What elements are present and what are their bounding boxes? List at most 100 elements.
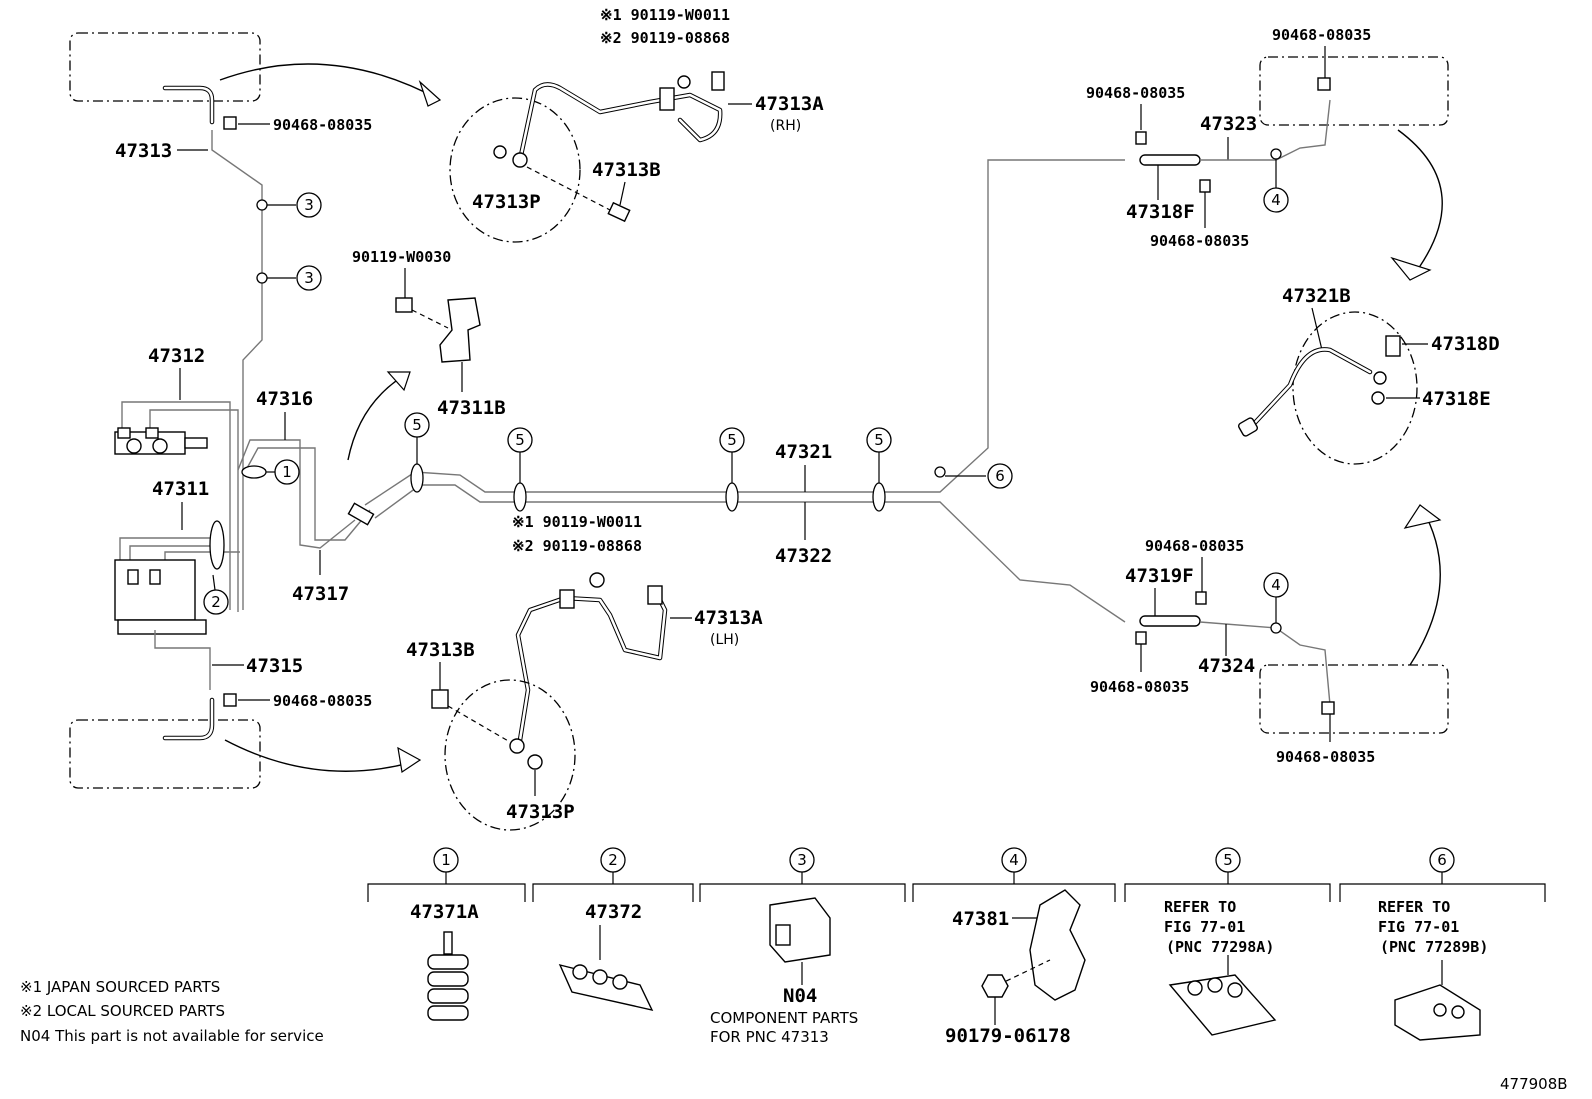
arrow-up-right bbox=[1409, 504, 1441, 666]
hose-47319F bbox=[1139, 615, 1201, 627]
callout-5: 5 bbox=[719, 427, 745, 453]
label-90468-08035: 90468-08035 bbox=[273, 116, 372, 134]
label-47313P-rh: 47313P bbox=[472, 191, 541, 213]
svg-text:5: 5 bbox=[874, 431, 884, 449]
label-rh: (RH) bbox=[770, 118, 801, 134]
legend-callout-1: 1 bbox=[433, 847, 459, 873]
label-47318D: 47318D bbox=[1431, 333, 1500, 355]
legend-line-component: COMPONENT PARTS bbox=[710, 1009, 858, 1027]
note-local-mid: ※2 90119-08868 bbox=[512, 537, 642, 555]
legend-callout-6: 6 bbox=[1429, 847, 1455, 873]
clamp-77298A-icon bbox=[1168, 955, 1277, 1036]
label-47317: 47317 bbox=[292, 583, 349, 605]
legend-title-N04: N04 bbox=[783, 985, 817, 1007]
footnote-n04: N04 This part is not available for servi… bbox=[20, 1027, 324, 1045]
label-lh: (LH) bbox=[710, 632, 739, 648]
bolt-icon bbox=[395, 297, 413, 313]
legend-callout-3: 3 bbox=[789, 847, 815, 873]
tube-47322 bbox=[374, 484, 1126, 623]
hose-47318F bbox=[1139, 154, 1201, 166]
abs-actuator bbox=[114, 559, 207, 635]
label-47315: 47315 bbox=[246, 655, 303, 677]
detail-circle-47321B bbox=[1292, 311, 1418, 465]
callout-1: 1 bbox=[274, 459, 300, 485]
callout-5: 5 bbox=[866, 427, 892, 453]
legend-callout-2: 2 bbox=[600, 847, 626, 873]
bolt-icon bbox=[431, 689, 449, 709]
label-47312: 47312 bbox=[148, 345, 205, 367]
nut-90179-icon bbox=[981, 974, 1009, 1025]
svg-text:5: 5 bbox=[1223, 851, 1233, 869]
arrow-down-right bbox=[1397, 129, 1443, 281]
label-47313A-lh: 47313A bbox=[694, 607, 763, 629]
svg-text:3: 3 bbox=[304, 269, 314, 287]
legend-line-pnc: FOR PNC 47313 bbox=[710, 1028, 829, 1046]
legend-refer-5: REFER TO bbox=[1164, 898, 1236, 916]
note-japan-mid: ※1 90119-W0011 bbox=[512, 513, 642, 531]
svg-text:3: 3 bbox=[304, 196, 314, 214]
label-47319F: 47319F bbox=[1125, 565, 1194, 587]
clamp-47372-icon bbox=[558, 925, 654, 1012]
rear-wheel-area-bottom bbox=[1259, 664, 1449, 734]
svg-text:4: 4 bbox=[1271, 191, 1281, 209]
arrow-bottom-left bbox=[224, 739, 421, 772]
callout-3: 3 bbox=[296, 192, 322, 218]
label-47313: 47313 bbox=[115, 140, 172, 162]
label-90468-08035: 90468-08035 bbox=[1272, 26, 1371, 44]
clip-icon bbox=[223, 693, 237, 707]
washer-47318E bbox=[1371, 391, 1385, 405]
label-90468-08035: 90468-08035 bbox=[1276, 748, 1375, 766]
clamp-47371A-icon bbox=[427, 931, 469, 1021]
svg-text:2: 2 bbox=[608, 851, 618, 869]
svg-text:5: 5 bbox=[727, 431, 737, 449]
label-47318F: 47318F bbox=[1126, 201, 1195, 223]
label-90468-08035: 90468-08035 bbox=[1145, 537, 1244, 555]
figure-id: 477908B bbox=[1500, 1075, 1568, 1093]
legend-callout-4: 4 bbox=[1001, 847, 1027, 873]
rear-wheel-area-top bbox=[1259, 56, 1449, 126]
label-47318E: 47318E bbox=[1422, 388, 1491, 410]
hose-stub-top bbox=[162, 85, 215, 125]
label-47321B: 47321B bbox=[1282, 285, 1351, 307]
callout-3: 3 bbox=[296, 265, 322, 291]
label-47313B-lh: 47313B bbox=[406, 639, 475, 661]
note-japan-rh: ※1 90119-W0011 bbox=[600, 6, 730, 24]
footnote-local: ※2 LOCAL SOURCED PARTS bbox=[20, 1002, 225, 1020]
label-47323: 47323 bbox=[1200, 113, 1257, 135]
legend-90179-06178: 90179-06178 bbox=[945, 1025, 1071, 1047]
label-47316: 47316 bbox=[256, 388, 313, 410]
callout-4: 4 bbox=[1263, 187, 1289, 213]
junction-block bbox=[347, 502, 375, 526]
label-90468-08035: 90468-08035 bbox=[273, 692, 372, 710]
clip-47381-icon bbox=[997, 889, 1086, 1001]
callout-4: 4 bbox=[1263, 572, 1289, 598]
detail-circle-lh bbox=[444, 679, 576, 831]
legend-title-47381: 47381 bbox=[952, 908, 1009, 930]
svg-text:1: 1 bbox=[282, 463, 292, 481]
label-47313P-lh: 47313P bbox=[506, 801, 575, 823]
note-local-rh: ※2 90119-08868 bbox=[600, 29, 730, 47]
footnote-japan: ※1 JAPAN SOURCED PARTS bbox=[20, 978, 220, 996]
legend-title-47371A: 47371A bbox=[410, 901, 479, 923]
bracket-47311B bbox=[439, 297, 481, 363]
front-wheel-area-bottom bbox=[69, 719, 261, 789]
detail-circle-rh bbox=[449, 97, 581, 243]
clamp-77289B-icon bbox=[1394, 960, 1481, 1041]
label-47324: 47324 bbox=[1198, 655, 1255, 677]
svg-text:5: 5 bbox=[412, 416, 422, 434]
svg-text:3: 3 bbox=[797, 851, 807, 869]
clamp-47311 bbox=[209, 520, 225, 570]
master-cylinder bbox=[114, 427, 208, 455]
label-47321: 47321 bbox=[775, 441, 832, 463]
legend-title-47372: 47372 bbox=[585, 901, 642, 923]
fitting-47318D bbox=[1385, 335, 1401, 357]
legend-callout-5: 5 bbox=[1215, 847, 1241, 873]
tube-47313 bbox=[211, 130, 263, 610]
label-47313B-rh: 47313B bbox=[592, 159, 661, 181]
callout-5: 5 bbox=[404, 412, 430, 438]
clamp-1 bbox=[241, 465, 267, 479]
label-90468-08035: 90468-08035 bbox=[1150, 232, 1249, 250]
clamp-point bbox=[256, 199, 268, 211]
legend-fig-6: FIG 77-01 bbox=[1378, 918, 1459, 936]
